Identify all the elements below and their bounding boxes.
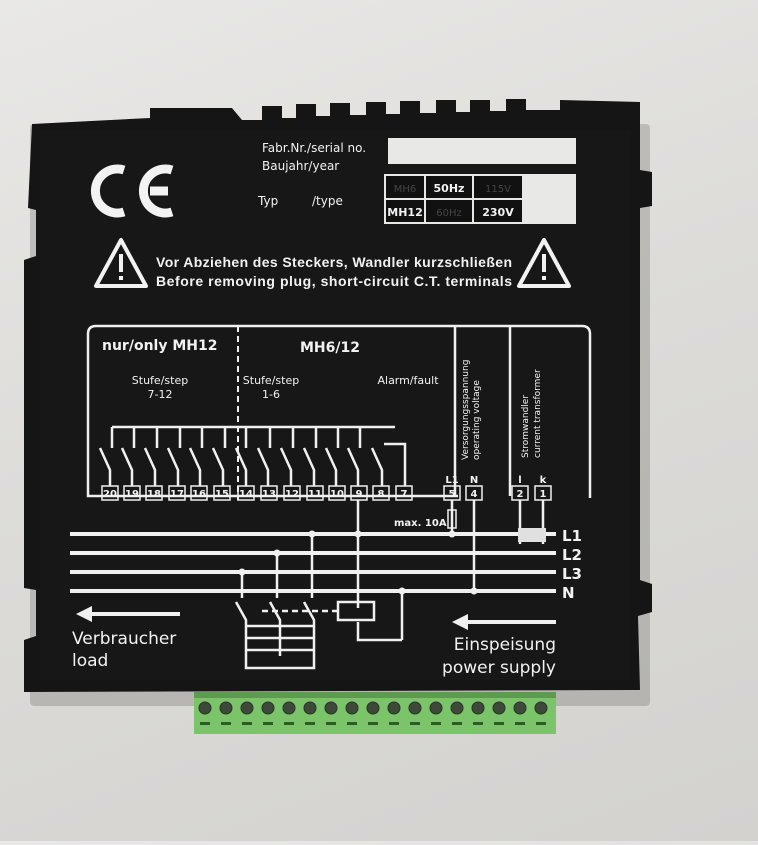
terminal-11: 11	[308, 489, 322, 500]
step-left-label: Stufe/step	[132, 374, 188, 387]
type-50hz: 50Hz	[434, 182, 465, 195]
phase-l2: L2	[562, 546, 582, 564]
type-60hz-crossed: 60Hz	[436, 208, 462, 219]
serial-plate	[388, 138, 576, 164]
terminal-9: 9	[356, 489, 363, 500]
terminal-5: 5	[449, 489, 456, 500]
terminal-1: 1	[540, 489, 547, 500]
operating-voltage-en: operating voltage	[472, 380, 482, 460]
phase-l1: L1	[562, 527, 582, 545]
terminal-16: 16	[192, 489, 206, 500]
terminal-labels: 20 19 18 17 16 15 14 13 12 11 10 9 8 7 5…	[101, 475, 552, 501]
fuse-label: max. 10A	[394, 518, 447, 529]
wiring-diagram	[70, 324, 592, 670]
terminal-4-label: N	[470, 475, 478, 486]
terminal-13: 13	[262, 489, 276, 500]
arrow-left-supply-icon	[452, 614, 556, 630]
terminal-20: 20	[103, 489, 117, 500]
terminal-7: 7	[401, 489, 408, 500]
serial-label: Fabr.Nr./serial no.	[262, 141, 366, 155]
section-mh6-12: MH6/12	[300, 340, 360, 356]
load-label-en: load	[72, 651, 108, 671]
load-label-de: Verbraucher	[72, 629, 176, 649]
step-left-range: 7-12	[148, 388, 173, 401]
year-label: Baujahr/year	[262, 159, 339, 173]
ct-de: Stromwandler	[521, 395, 531, 458]
terminal-5-label: L1	[445, 475, 458, 486]
supply-label-en: power supply	[442, 658, 556, 678]
terminal-18: 18	[147, 489, 161, 500]
type-label-de: Typ	[257, 194, 278, 208]
terminal-block	[194, 692, 556, 734]
step-right-label: Stufe/step	[243, 374, 299, 387]
terminal-2-label: l	[518, 475, 521, 486]
step-right-range: 1-6	[262, 388, 280, 401]
terminal-8: 8	[378, 489, 385, 500]
type-mh12: MH12	[387, 206, 422, 219]
section-only-mh12: nur/only MH12	[102, 338, 217, 354]
type-label-en: /type	[312, 194, 343, 208]
type-115v-crossed: 115V	[485, 184, 511, 195]
ct-en: current transformer	[533, 369, 543, 458]
warning-text-en: Before removing plug, short-circuit C.T.…	[156, 273, 512, 289]
warning-icon-right	[517, 238, 571, 288]
terminal-10: 10	[330, 489, 344, 500]
type-230v: 230V	[482, 206, 514, 219]
operating-voltage-de: Versorgungsspannung	[461, 360, 471, 460]
type-table: MH6 50Hz 115V MH12 60Hz 230V	[384, 174, 576, 224]
supply-label-de: Einspeisung	[454, 635, 556, 655]
phase-n: N	[562, 584, 575, 602]
terminal-12: 12	[285, 489, 299, 500]
arrow-left-load-icon	[76, 606, 180, 622]
terminal-4: 4	[471, 489, 478, 500]
terminal-2: 2	[517, 489, 524, 500]
ce-mark-icon	[90, 164, 174, 218]
terminal-1-label: k	[540, 475, 547, 486]
terminal-17: 17	[170, 489, 184, 500]
warning-icon-left	[94, 238, 148, 288]
terminal-15: 15	[215, 489, 229, 500]
alarm-label: Alarm/fault	[377, 374, 439, 387]
terminal-19: 19	[125, 489, 139, 500]
terminal-14: 14	[239, 489, 253, 500]
type-mh6-crossed: MH6	[394, 184, 417, 195]
phase-l3: L3	[562, 565, 582, 583]
warning-text-de: Vor Abziehen des Steckers, Wandler kurzs…	[156, 254, 512, 270]
